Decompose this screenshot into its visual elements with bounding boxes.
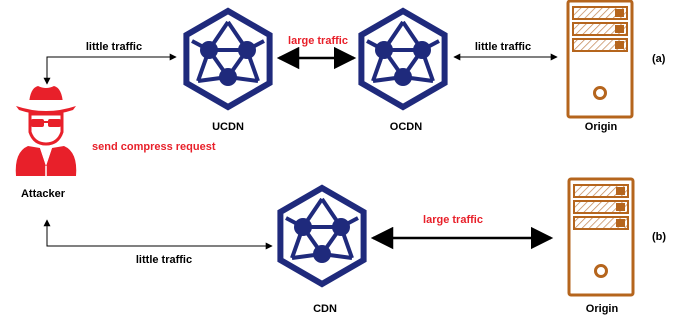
attacker-ucdn-traffic-label: little traffic	[86, 41, 142, 53]
ocdn-origin-traffic-label: little traffic	[475, 41, 531, 53]
origin-a-label: Origin	[585, 121, 618, 133]
origin-b-server-icon	[567, 177, 635, 297]
attacker-cdn-arrow	[43, 219, 273, 250]
ucdn-ocdn-traffic-label: large traffic	[288, 35, 348, 47]
cdn-label: CDN	[313, 303, 337, 315]
attacker-action-label: send compress request	[92, 141, 216, 153]
diagram-b-tag: (b)	[652, 231, 666, 243]
attacker-ucdn-arrow	[43, 53, 177, 85]
origin-b-label: Origin	[586, 303, 619, 315]
origin-a-server-icon	[566, 0, 634, 119]
cdn-node-icon	[280, 188, 363, 284]
ucdn-label: UCDN	[212, 121, 244, 133]
attacker-icon	[15, 86, 77, 176]
ocdn-label: OCDN	[390, 121, 422, 133]
cdn-origin-traffic-label: large traffic	[423, 214, 483, 226]
diagram-a-tag: (a)	[652, 53, 666, 65]
ucdn-node-icon	[186, 11, 269, 107]
ocdn-node-icon	[361, 11, 444, 107]
attacker-label: Attacker	[21, 188, 66, 200]
attacker-cdn-traffic-label: little traffic	[136, 254, 192, 266]
